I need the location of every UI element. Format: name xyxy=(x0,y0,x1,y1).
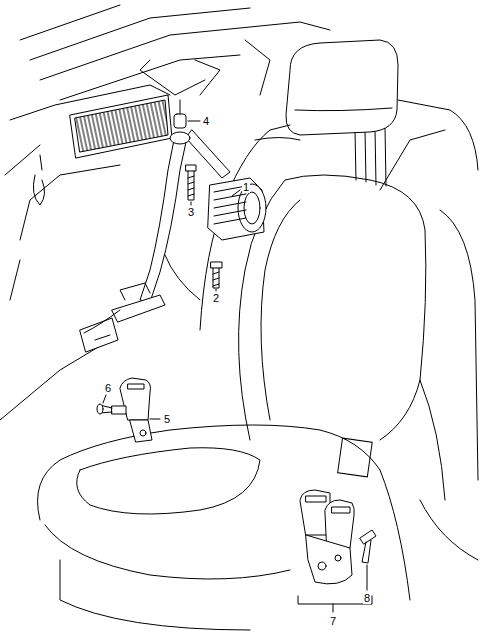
retractor xyxy=(208,178,266,240)
seat-back xyxy=(200,100,478,500)
bolt xyxy=(186,165,196,200)
bolt xyxy=(211,262,222,288)
seat-cushion xyxy=(38,425,479,630)
leader-lines xyxy=(103,121,372,612)
callout-number: 4 xyxy=(202,115,210,127)
callout-number: 2 xyxy=(212,292,220,304)
double-buckle xyxy=(300,490,376,584)
vent-grille xyxy=(75,100,168,152)
callout-number: 7 xyxy=(329,615,337,627)
belt-webbing xyxy=(80,130,230,352)
callout-number: 1 xyxy=(242,181,250,193)
callout-number: 3 xyxy=(187,206,195,218)
buckle xyxy=(97,378,152,442)
headrest xyxy=(286,40,398,186)
upper-anchor xyxy=(170,100,190,144)
callout-number: 6 xyxy=(104,382,112,394)
body-structure xyxy=(0,5,330,420)
callout-number: 5 xyxy=(163,413,171,425)
vent-frame xyxy=(70,95,172,158)
callout-number: 8 xyxy=(363,592,371,604)
